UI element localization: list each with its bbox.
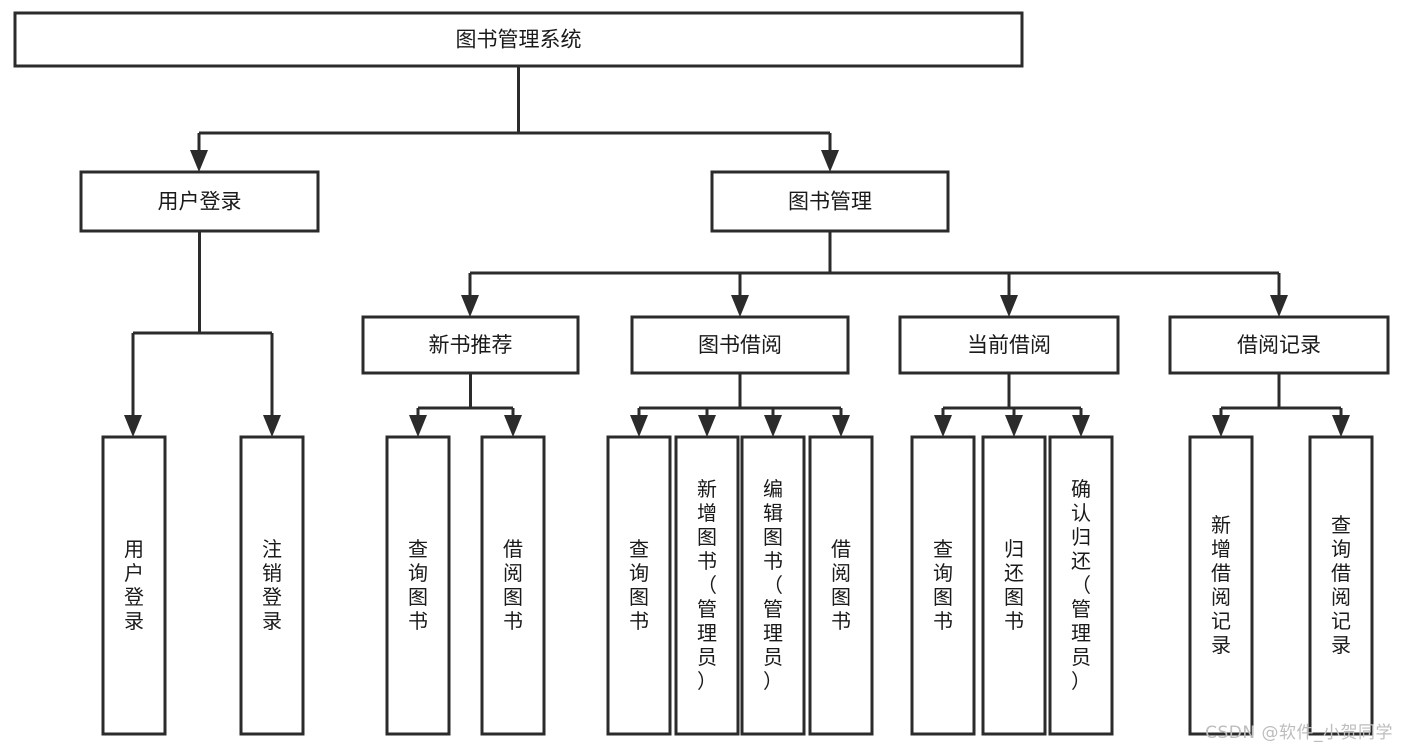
node-box[interactable] xyxy=(79,170,320,233)
leaf-node-注销登录[interactable]: 注销登录 xyxy=(239,435,305,736)
arrow-head-icon xyxy=(1072,415,1090,437)
arrow-head-icon xyxy=(1270,295,1288,317)
node-label: 借阅图书 xyxy=(831,537,851,633)
arrow-head-icon xyxy=(504,415,522,437)
arrow-head-icon xyxy=(409,415,427,437)
connector-layer xyxy=(124,66,1350,437)
node-layer: 图书管理系统用户登录图书管理新书推荐图书借阅当前借阅借阅记录用户登录注销登录查询… xyxy=(13,11,1390,736)
leaf-node-确认归还管理员[interactable]: 确认归还（管理员） xyxy=(1048,435,1114,736)
node-label: 借阅记录 xyxy=(1237,333,1321,357)
leaf-node-用户登录[interactable]: 用户登录 xyxy=(101,435,167,736)
module-node-图书管理[interactable]: 图书管理 xyxy=(710,170,950,233)
leaf-node-新增图书管理员[interactable]: 新增图书（管理员） xyxy=(674,435,740,736)
node-label: 归还图书 xyxy=(1004,537,1024,633)
arrow-head-icon xyxy=(630,415,648,437)
leaf-node-查询图书[interactable]: 查询图书 xyxy=(385,435,451,736)
node-box[interactable] xyxy=(239,435,305,736)
node-label: 编辑图书（管理员） xyxy=(763,477,783,693)
node-box[interactable] xyxy=(630,315,850,375)
node-box[interactable] xyxy=(480,435,546,736)
arrow-head-icon xyxy=(832,415,850,437)
node-box[interactable] xyxy=(674,435,740,736)
arrow-head-icon xyxy=(1332,415,1350,437)
submodule-node-新书推荐[interactable]: 新书推荐 xyxy=(361,315,580,375)
node-label: 新增借阅记录 xyxy=(1211,513,1231,657)
leaf-node-编辑图书管理员[interactable]: 编辑图书（管理员） xyxy=(740,435,806,736)
arrow-head-icon xyxy=(263,415,281,437)
node-label: 图书管理 xyxy=(788,190,872,214)
node-label: 注销登录 xyxy=(262,537,282,633)
arrow-head-icon xyxy=(1005,415,1023,437)
arrow-head-icon xyxy=(124,415,142,437)
node-box[interactable] xyxy=(1048,435,1114,736)
node-label: 图书管理系统 xyxy=(456,28,582,52)
node-box[interactable] xyxy=(385,435,451,736)
node-box[interactable] xyxy=(101,435,167,736)
node-label: 新书推荐 xyxy=(429,333,513,357)
leaf-node-查询借阅记录[interactable]: 查询借阅记录 xyxy=(1308,435,1374,736)
node-box[interactable] xyxy=(808,435,874,736)
node-box[interactable] xyxy=(710,170,950,233)
node-box[interactable] xyxy=(910,435,976,736)
leaf-node-借阅图书[interactable]: 借阅图书 xyxy=(480,435,546,736)
submodule-node-图书借阅[interactable]: 图书借阅 xyxy=(630,315,850,375)
leaf-node-归还图书[interactable]: 归还图书 xyxy=(981,435,1047,736)
arrow-head-icon xyxy=(461,295,479,317)
arrow-head-icon xyxy=(1212,415,1230,437)
node-box[interactable] xyxy=(1308,435,1374,736)
node-label: 借阅图书 xyxy=(503,537,523,633)
leaf-node-查询图书[interactable]: 查询图书 xyxy=(606,435,672,736)
node-label: 用户登录 xyxy=(124,537,144,633)
node-label: 图书借阅 xyxy=(698,333,782,357)
node-box[interactable] xyxy=(1168,315,1390,375)
node-label: 查询图书 xyxy=(933,537,953,633)
node-label: 新增图书（管理员） xyxy=(697,477,717,693)
node-box[interactable] xyxy=(13,11,1024,68)
arrow-head-icon xyxy=(698,415,716,437)
arrow-head-icon xyxy=(934,415,952,437)
submodule-node-当前借阅[interactable]: 当前借阅 xyxy=(898,315,1120,375)
arrow-head-icon xyxy=(764,415,782,437)
leaf-node-新增借阅记录[interactable]: 新增借阅记录 xyxy=(1188,435,1254,736)
arrow-head-icon xyxy=(190,150,208,172)
csdn-watermark: CSDN @软件_小贺同学 xyxy=(1205,723,1393,743)
node-label: 用户登录 xyxy=(158,190,242,214)
node-box[interactable] xyxy=(740,435,806,736)
node-box[interactable] xyxy=(898,315,1120,375)
node-box[interactable] xyxy=(981,435,1047,736)
module-node-用户登录[interactable]: 用户登录 xyxy=(79,170,320,233)
arrow-head-icon xyxy=(1000,295,1018,317)
root-node-图书管理系统[interactable]: 图书管理系统 xyxy=(13,11,1024,68)
arrow-head-icon xyxy=(731,295,749,317)
node-box[interactable] xyxy=(606,435,672,736)
leaf-node-查询图书[interactable]: 查询图书 xyxy=(910,435,976,736)
node-label: 查询图书 xyxy=(629,537,649,633)
node-label: 查询借阅记录 xyxy=(1331,513,1351,657)
submodule-node-借阅记录[interactable]: 借阅记录 xyxy=(1168,315,1390,375)
node-label: 确认归还（管理员） xyxy=(1071,477,1091,693)
arrow-head-icon xyxy=(821,150,839,172)
node-box[interactable] xyxy=(361,315,580,375)
node-box[interactable] xyxy=(1188,435,1254,736)
node-label: 查询图书 xyxy=(408,537,428,633)
leaf-node-借阅图书[interactable]: 借阅图书 xyxy=(808,435,874,736)
node-label: 当前借阅 xyxy=(967,333,1051,357)
